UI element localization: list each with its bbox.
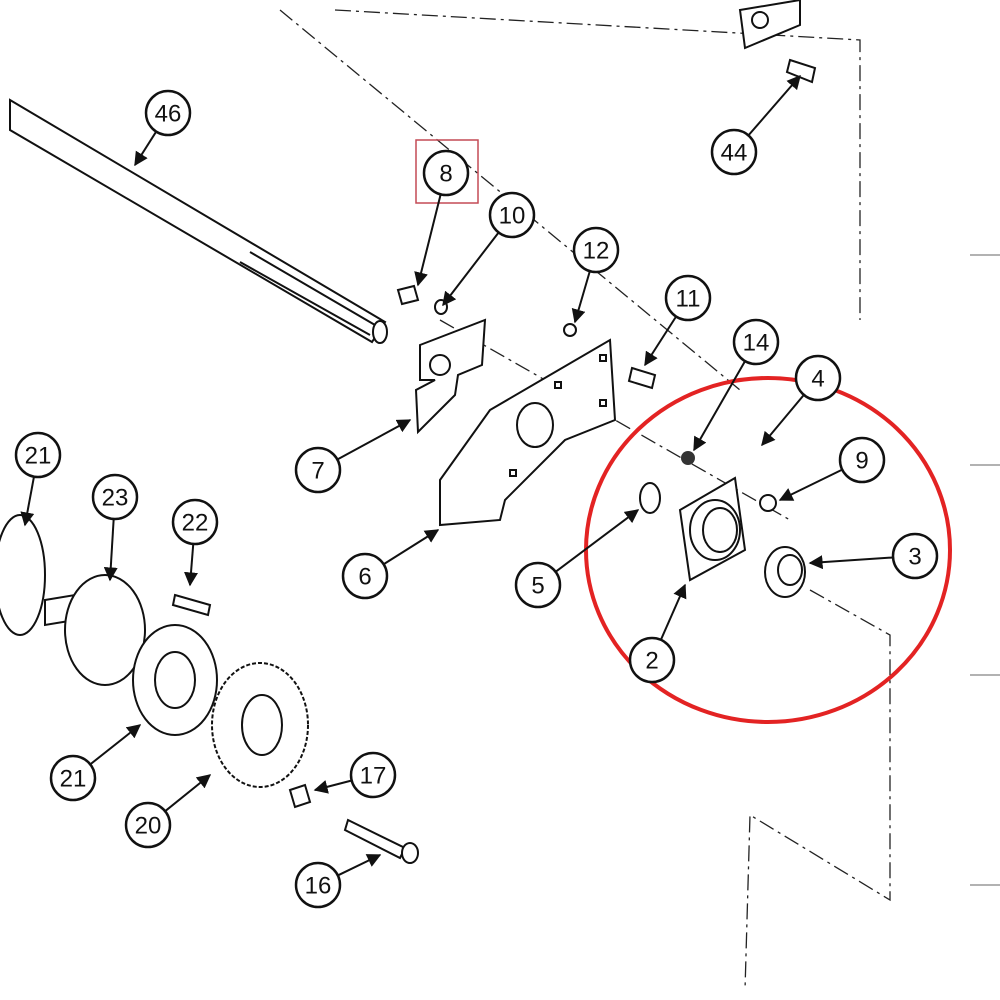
callout-number: 6 (358, 564, 371, 591)
top-bracket-part (738, 0, 817, 84)
bearing-parts (639, 476, 806, 598)
callout-number: 46 (155, 101, 182, 128)
leader-line (808, 555, 894, 570)
callout-circle (91, 473, 139, 521)
leader-line (383, 529, 440, 566)
leader-line (336, 419, 412, 461)
callout-circle (124, 801, 172, 849)
callout-circle (488, 191, 536, 239)
callout-circle (732, 318, 780, 366)
callout-number: 8 (439, 161, 452, 188)
callout-number: 4 (811, 366, 824, 393)
callout-number: 23 (102, 485, 129, 512)
leader-line (89, 724, 142, 766)
callout-number: 2 (645, 648, 658, 675)
callout-circle (664, 274, 712, 322)
leader-line (778, 468, 843, 501)
leader-line (184, 543, 198, 587)
callout-number: 22 (182, 510, 209, 537)
callout-10: 10 (442, 191, 536, 307)
callout-circle (294, 861, 342, 909)
callout-6: 6 (341, 529, 440, 600)
callout-7: 7 (294, 419, 412, 494)
callout-number: 10 (499, 203, 526, 230)
callout-22: 22 (171, 498, 219, 587)
callout-number: 14 (743, 330, 770, 357)
callout-circle (144, 89, 192, 137)
callout-circle (794, 354, 842, 402)
mounting-plate-part (439, 338, 617, 527)
callouts: 46 8 10 12 11 44 14 4 9 3 2 5 6 7 21 23 22 21 20 17 16 (14, 74, 939, 909)
leader-line (414, 194, 442, 287)
callout-number: 20 (135, 813, 162, 840)
leader-line (20, 476, 35, 527)
leader-line (659, 583, 687, 641)
callout-number: 21 (25, 443, 52, 470)
callout-number: 12 (583, 238, 610, 265)
leader-line (134, 131, 158, 167)
callout-20: 20 (124, 774, 212, 849)
leader-line (761, 394, 805, 447)
callout-number: 16 (305, 873, 332, 900)
callout-number: 44 (721, 140, 748, 167)
leader-line (313, 779, 352, 794)
callout-2: 2 (628, 583, 687, 684)
highlight-box (415, 139, 479, 204)
callout-circle (628, 636, 676, 684)
callout-21a: 21 (14, 431, 62, 527)
callout-circle (341, 552, 389, 600)
callout-number: 5 (531, 573, 544, 600)
leader-line (337, 854, 382, 877)
callout-number: 3 (908, 544, 921, 571)
callout-number: 7 (311, 458, 324, 485)
callout-3: 3 (808, 532, 939, 580)
callout-circle (49, 754, 97, 802)
callout-5: 5 (514, 509, 640, 609)
callout-21b: 21 (49, 724, 142, 802)
callout-circle (572, 226, 620, 274)
callout-circle (838, 436, 886, 484)
callout-11: 11 (644, 274, 712, 367)
leader-line (164, 774, 212, 812)
callout-number: 21 (60, 766, 87, 793)
callout-circle (891, 532, 939, 580)
callout-circle (171, 498, 219, 546)
callout-circle (294, 446, 342, 494)
callout-circle (514, 561, 562, 609)
callout-9: 9 (778, 436, 886, 501)
callout-23: 23 (91, 473, 139, 582)
leader-line (571, 270, 591, 324)
leader-line (644, 315, 677, 367)
hub-parts (0, 514, 419, 864)
callout-number: 11 (676, 286, 701, 313)
callout-8: 8 (414, 149, 470, 287)
callout-circle (422, 149, 470, 197)
leader-line (442, 231, 500, 307)
callout-circle (710, 128, 758, 176)
callout-number: 17 (360, 763, 387, 790)
callout-circle (349, 751, 397, 799)
callout-4: 4 (761, 354, 842, 447)
callout-16: 16 (294, 854, 382, 909)
callout-12: 12 (571, 226, 620, 324)
bracket-part (396, 284, 487, 435)
callout-44: 44 (710, 74, 801, 176)
shaft-part (9, 98, 388, 344)
fasteners (563, 323, 777, 512)
callout-46: 46 (134, 89, 192, 167)
callout-number: 9 (855, 448, 868, 475)
leader-line (747, 74, 801, 137)
callout-17: 17 (313, 751, 397, 799)
callout-14: 14 (693, 318, 780, 452)
callout-circle (14, 431, 62, 479)
leader-line (693, 360, 746, 452)
leader-line (554, 509, 640, 573)
leader-line (103, 518, 118, 582)
